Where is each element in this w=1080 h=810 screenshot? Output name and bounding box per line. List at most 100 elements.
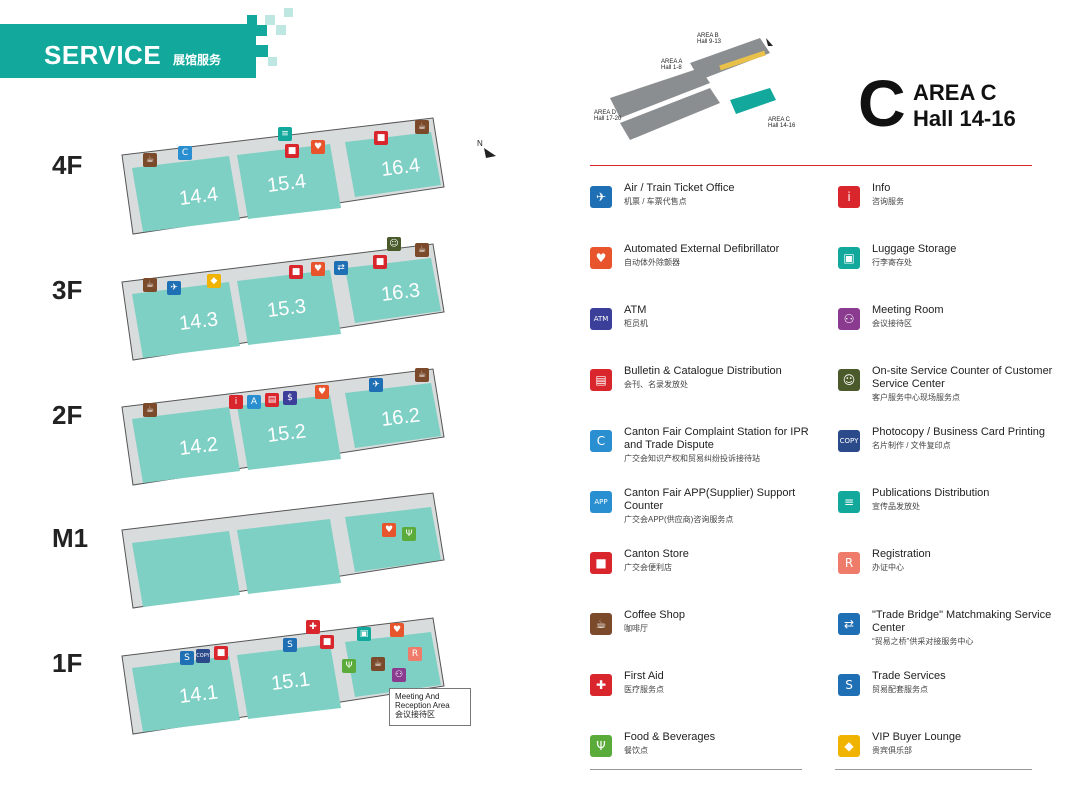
header-pixel bbox=[256, 45, 268, 57]
floor-plan-1f: 14.1 15.1 bbox=[121, 617, 445, 735]
copy-icon: COPY bbox=[196, 649, 210, 663]
meeting-area-callout: Meeting And Reception Area 会议接待区 bbox=[389, 688, 471, 726]
legend-label: "Trade Bridge" Matchmaking Service Cente… bbox=[872, 609, 1052, 634]
hall-label: 14.4 bbox=[178, 183, 219, 210]
catalogue-icon: ▤ bbox=[265, 393, 279, 407]
store-icon: ■ bbox=[289, 265, 303, 279]
floor-plan-2f: 14.2 15.2 16.2 bbox=[121, 368, 445, 486]
legend-label: Info bbox=[872, 182, 891, 194]
legend-label-cn: “贸易之桥”供采对接服务中心 bbox=[872, 637, 974, 646]
north-arrow-icon: N bbox=[477, 139, 496, 158]
legend-label-cn: 贵宾俱乐部 bbox=[872, 746, 912, 755]
legend-label-cn: 广交会便利店 bbox=[624, 563, 672, 572]
header-pixel bbox=[247, 15, 257, 25]
legend-label: Registration bbox=[872, 548, 931, 560]
legend-label-cn: 客户服务中心现场服务点 bbox=[872, 393, 960, 402]
hall-label: 16.3 bbox=[380, 279, 421, 306]
ticket-icon: ✈ bbox=[590, 186, 612, 208]
legend-label: First Aid bbox=[624, 670, 664, 682]
header-band bbox=[0, 24, 256, 78]
service-counter-icon: ☺ bbox=[838, 369, 860, 391]
app-icon: A bbox=[247, 395, 261, 409]
header-pixel bbox=[276, 25, 286, 35]
defibrillator-icon: ♥ bbox=[382, 523, 396, 537]
coffee-icon: ☕ bbox=[143, 153, 157, 167]
header-pixel bbox=[268, 57, 277, 66]
legend-label-cn: 柜员机 bbox=[624, 319, 648, 328]
vip-icon: ◆ bbox=[207, 274, 221, 288]
cfcs-icon: C bbox=[178, 146, 192, 160]
page-title: SERVICE bbox=[44, 40, 162, 70]
legend-label-cn: 贸易配套服务点 bbox=[872, 685, 928, 694]
legend-label-cn: 广交会知识产权和贸易纠纷投诉接待站 bbox=[624, 454, 760, 463]
trade-bridge-icon: ⇄ bbox=[838, 613, 860, 635]
legend-label-cn: 医疗服务点 bbox=[624, 685, 664, 694]
legend-label: Trade Services bbox=[872, 670, 946, 682]
cfcs-icon: C bbox=[590, 430, 612, 452]
legend-label-cn: 自动体外除颤器 bbox=[624, 258, 680, 267]
defibrillator-icon: ♥ bbox=[390, 623, 404, 637]
coffee-icon: ☕ bbox=[415, 243, 429, 257]
overview-map bbox=[610, 38, 776, 140]
floor-label-2f: 2F bbox=[52, 400, 83, 430]
vip-icon: ◆ bbox=[838, 735, 860, 757]
coffee-icon: ☕ bbox=[143, 403, 157, 417]
hall-label: 15.3 bbox=[266, 295, 307, 322]
store-icon: ■ bbox=[285, 144, 299, 158]
legend-label-cn: 咖啡厅 bbox=[624, 624, 648, 633]
floor-plan-m1 bbox=[121, 492, 445, 609]
hall-label: 16.2 bbox=[380, 404, 421, 431]
north-arrow-icon bbox=[766, 38, 773, 46]
floor-label-3f: 3F bbox=[52, 275, 83, 305]
publications-icon: ≡ bbox=[838, 491, 860, 513]
legend-label: Canton Fair Complaint Station for IPR an… bbox=[624, 426, 809, 451]
store-icon: ■ bbox=[320, 635, 334, 649]
legend-label: ATM bbox=[624, 304, 647, 316]
legend-label-cn: 名片制作 / 文件复印点 bbox=[872, 441, 951, 450]
trade-services-icon: S bbox=[283, 638, 297, 652]
divider bbox=[590, 769, 802, 770]
coffee-icon: ☕ bbox=[143, 278, 157, 292]
defibrillator-icon: ♥ bbox=[590, 247, 612, 269]
service-counter-icon: ☺ bbox=[387, 237, 401, 251]
legend-label-cn: 会议接待区 bbox=[872, 319, 912, 328]
first-aid-icon: ✚ bbox=[590, 674, 612, 696]
header-pixel bbox=[265, 15, 275, 25]
page-title-cn: 展馆服务 bbox=[173, 53, 222, 67]
legend-label-cn: 办证中心 bbox=[872, 563, 904, 572]
legend-label: Publications Distribution bbox=[872, 487, 990, 499]
ticket-icon: ✈ bbox=[167, 281, 181, 295]
legend-label-cn: 机票 / 车票代售点 bbox=[624, 197, 687, 206]
legend-label: Bulletin & Catalogue Distribution bbox=[624, 365, 782, 377]
floor-label-4f: 4F bbox=[52, 150, 83, 180]
food-icon: Ψ bbox=[590, 735, 612, 757]
atm-icon: $ bbox=[283, 391, 297, 405]
legend-label: Air / Train Ticket Office bbox=[624, 182, 735, 194]
legend-label: Food & Beverages bbox=[624, 731, 716, 743]
hall-label: 16.4 bbox=[380, 154, 421, 181]
legend-label-cn: 宣传品发放处 bbox=[872, 502, 920, 511]
coffee-icon: ☕ bbox=[415, 368, 429, 382]
registration-icon: R bbox=[838, 552, 860, 574]
legend-label-cn: 咨询服务 bbox=[872, 197, 904, 206]
app-icon: APP bbox=[590, 491, 612, 513]
store-icon: ■ bbox=[214, 646, 228, 660]
info-icon: i bbox=[229, 395, 243, 409]
ticket-icon: ✈ bbox=[369, 378, 383, 392]
coffee-icon: ☕ bbox=[415, 120, 429, 134]
legend-label: Canton Store bbox=[624, 548, 689, 560]
area-letter: C bbox=[858, 66, 906, 140]
hall-label: 15.2 bbox=[266, 420, 307, 447]
meeting-room-icon: ⚇ bbox=[838, 308, 860, 330]
defibrillator-icon: ♥ bbox=[311, 140, 325, 154]
atm-icon: ATM bbox=[590, 308, 612, 330]
legend-label: Automated External Defibrillator bbox=[624, 243, 780, 255]
legend-label: Meeting Room bbox=[872, 304, 944, 316]
trade-services-icon: S bbox=[180, 651, 194, 665]
store-icon: ■ bbox=[590, 552, 612, 574]
divider bbox=[835, 769, 1032, 770]
divider bbox=[590, 165, 1032, 166]
